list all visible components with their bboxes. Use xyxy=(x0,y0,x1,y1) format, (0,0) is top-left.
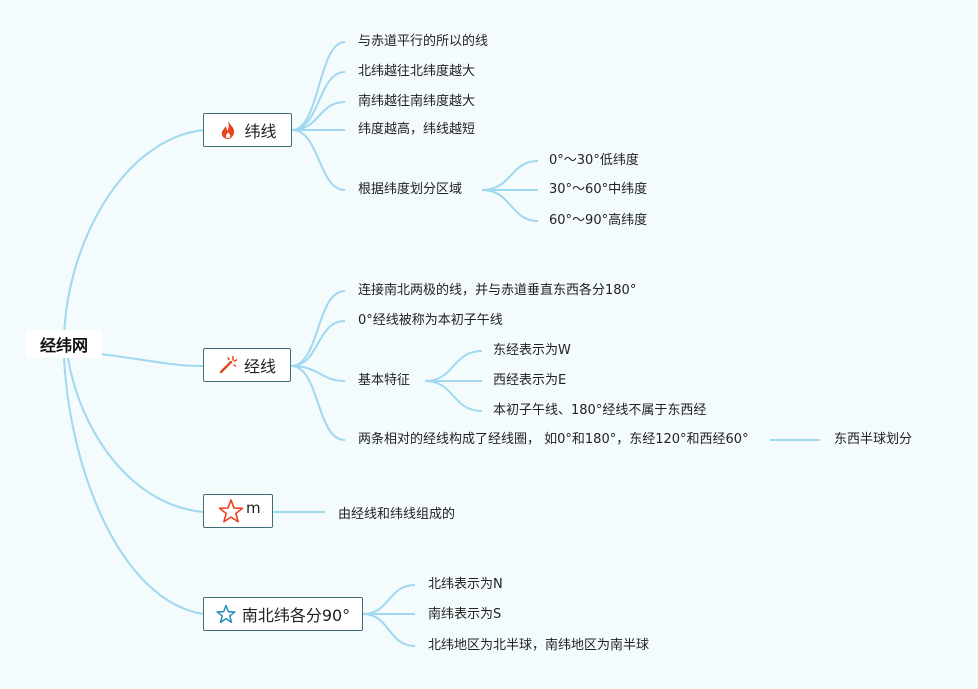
leaf-circle-1: 东西半球划分 xyxy=(834,432,913,447)
leaf-jingxian-2: 0°经线被称为本初子午线 xyxy=(358,313,503,328)
connector-nanbei-1 xyxy=(362,584,416,615)
star-outline-icon xyxy=(216,603,236,625)
branch-jingxian-label: 经线 xyxy=(243,357,276,376)
leaf-nanbei-2: 南纬表示为S xyxy=(428,607,502,622)
connector-root-nanbei xyxy=(63,357,204,615)
branch-jingxian[interactable]: 经线 xyxy=(203,348,291,382)
leaf-jingxian-3: 基本特征 xyxy=(358,373,411,388)
connector-jingxian-2 xyxy=(290,320,346,367)
leaf-m-1: 由经线和纬线组成的 xyxy=(338,507,456,522)
branch-nanbei[interactable]: 南北纬各分90° xyxy=(203,597,363,631)
connector-jingxian-1 xyxy=(290,290,346,367)
branch-weixian[interactable]: 纬线 xyxy=(203,113,292,147)
connector-jingxian-3 xyxy=(290,365,346,382)
magic-wand-icon xyxy=(218,354,238,376)
leaf-region-1: 0°～30°低纬度 xyxy=(549,153,639,168)
connector-jingxian-4 xyxy=(290,365,346,441)
connector-weixian-3 xyxy=(291,101,346,131)
branch-weixian-label: 纬线 xyxy=(244,122,277,141)
leaf-feature-2: 西经表示为E xyxy=(493,373,567,388)
leaf-feature-3: 本初子午线、180°经线不属于东西经 xyxy=(493,403,707,418)
branch-m-label: m xyxy=(246,499,261,517)
branch-nanbei-label: 南北纬各分90° xyxy=(241,606,351,625)
connector-feature-3 xyxy=(424,380,483,412)
branch-m[interactable]: m xyxy=(203,494,273,528)
connector-weixian-5 xyxy=(291,129,346,191)
connector-root-m xyxy=(67,357,204,513)
star-outline-icon xyxy=(218,498,244,524)
connector-nanbei-3 xyxy=(362,613,416,647)
leaf-jingxian-1: 连接南北两极的线，并与赤道垂直东西各分180° xyxy=(358,283,637,298)
connector-feature-1 xyxy=(424,350,483,382)
leaf-nanbei-3: 北纬地区为北半球，南纬地区为南半球 xyxy=(428,638,650,653)
connector-region-3 xyxy=(481,189,539,222)
leaf-nanbei-1: 北纬表示为N xyxy=(428,577,503,592)
connector-root-weixian xyxy=(63,129,204,345)
connector-weixian-1 xyxy=(291,41,346,131)
connector-weixian-2 xyxy=(291,71,346,131)
leaf-region-3: 60°～90°高纬度 xyxy=(549,213,648,228)
leaf-weixian-3: 南纬越往南纬度越大 xyxy=(358,94,476,109)
leaf-jingxian-4: 两条相对的经线构成了经线圈， 如0°和180°，东经120°和西经60° xyxy=(358,432,749,447)
leaf-feature-1: 东经表示为W xyxy=(493,343,571,358)
connector-root-jingxian xyxy=(99,353,204,367)
leaf-region-2: 30°～60°中纬度 xyxy=(549,182,648,197)
connector-region-1 xyxy=(481,160,539,191)
root-node[interactable]: 经纬网 xyxy=(26,330,102,358)
root-label: 经纬网 xyxy=(39,336,88,355)
flame-icon xyxy=(218,119,238,141)
leaf-weixian-1: 与赤道平行的所以的线 xyxy=(358,34,489,49)
leaf-weixian-5: 根据纬度划分区域 xyxy=(358,182,463,197)
leaf-weixian-2: 北纬越往北纬度越大 xyxy=(358,64,476,79)
leaf-weixian-4: 纬度越高，纬线越短 xyxy=(358,122,476,137)
